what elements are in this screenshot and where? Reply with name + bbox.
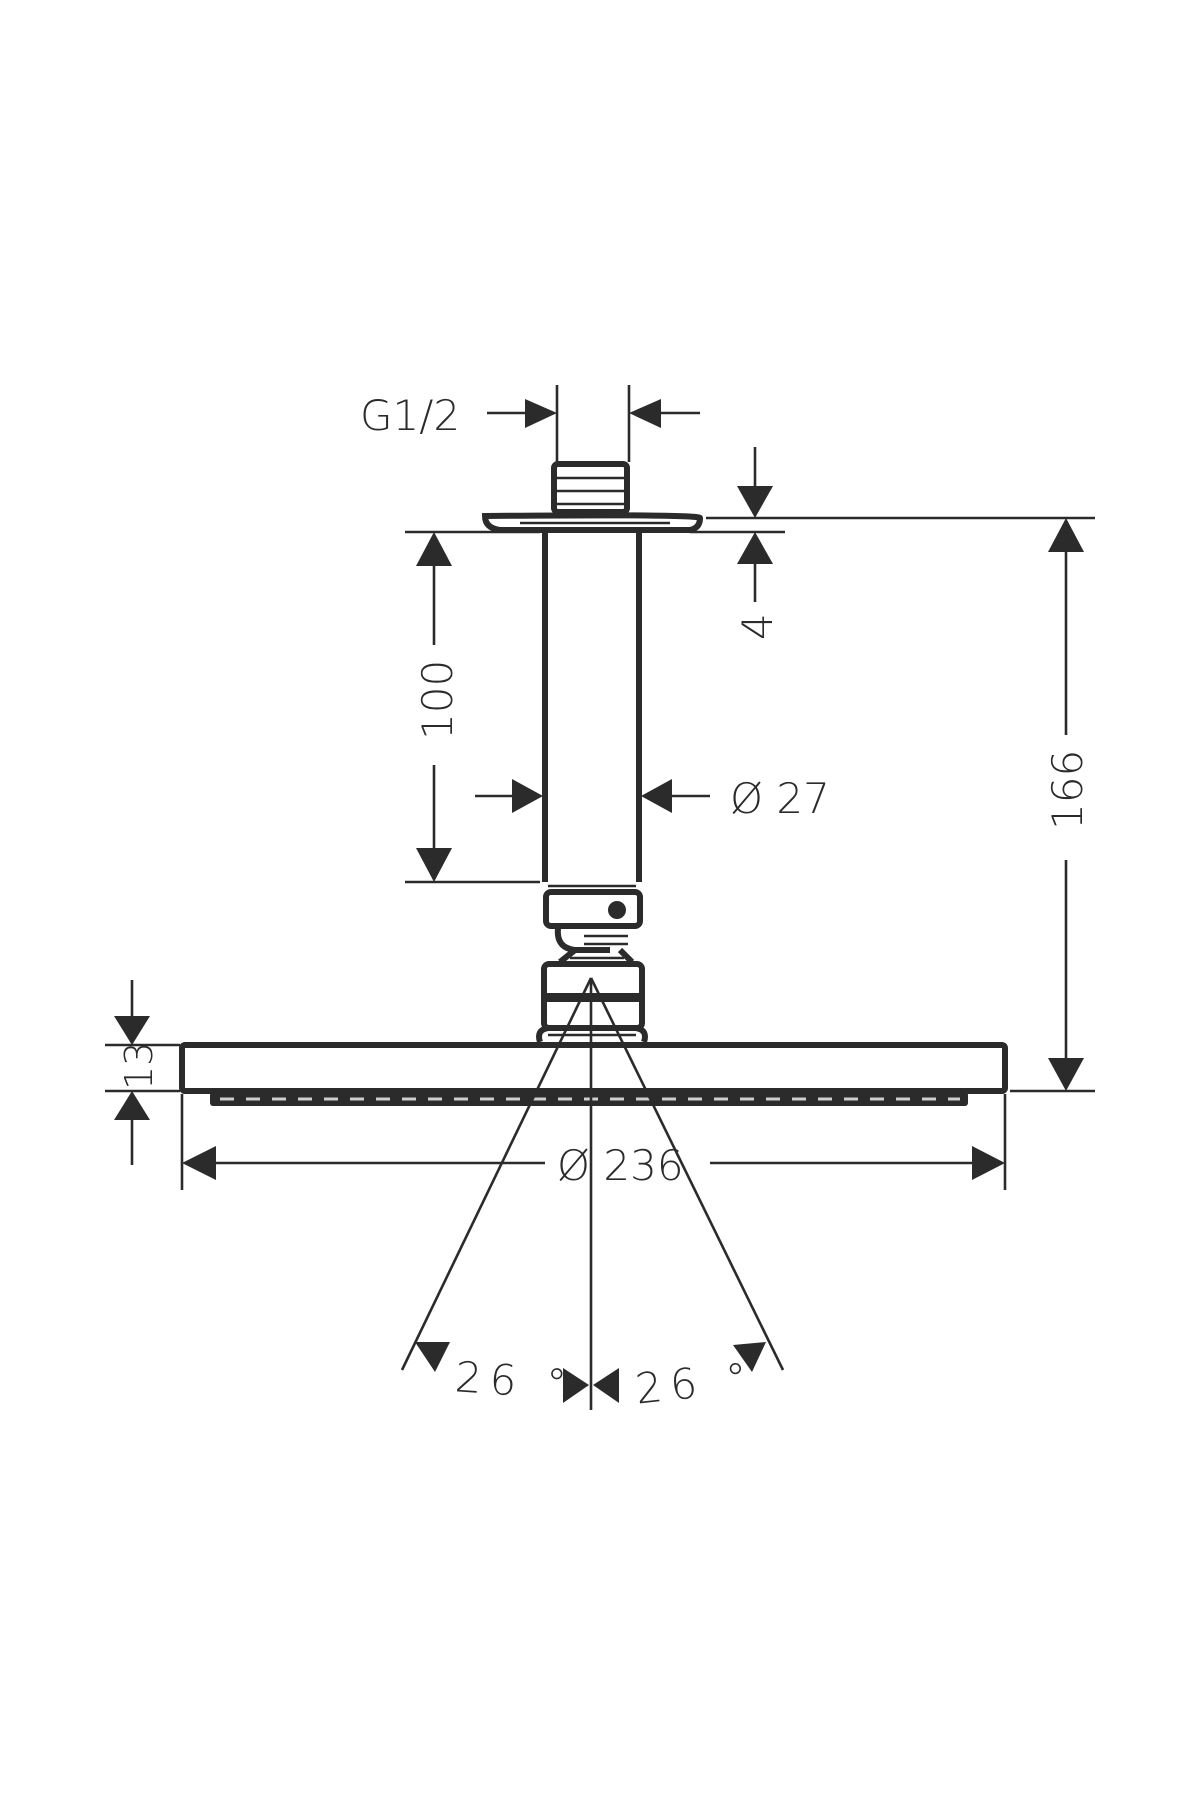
flange-thickness-label: 4 xyxy=(733,613,782,640)
head-thickness-dimension: 13 xyxy=(105,980,180,1165)
total-height-dimension: 166 xyxy=(1010,518,1095,1093)
thread-dimension: G1/2 xyxy=(360,385,700,462)
arm-length-label: 100 xyxy=(413,660,462,740)
thread-nipple xyxy=(551,461,630,515)
head-diameter-label: Ø 236 xyxy=(557,1141,684,1190)
total-height-label: 166 xyxy=(1043,750,1092,830)
head-diameter-dimension: Ø 236 xyxy=(180,1094,1007,1190)
shower-head xyxy=(179,1042,1008,1106)
ceiling-flange xyxy=(481,512,704,533)
thread-label: G1/2 xyxy=(360,391,460,440)
arm-diameter-label: Ø 27 xyxy=(730,774,830,823)
shower-arm xyxy=(542,532,642,882)
flange-thickness-dimension: 4 xyxy=(690,447,1095,640)
spray-angle-right-label: 26 ° xyxy=(633,1352,757,1413)
head-thickness-label: 13 xyxy=(117,1042,161,1090)
spray-angle-left-label: 26 ° xyxy=(453,1352,576,1409)
arm-length-dimension: 100 xyxy=(405,530,540,884)
spray-angle-dimension: 26 ° 26 ° xyxy=(400,977,785,1414)
arm-diameter-dimension: Ø 27 xyxy=(475,774,830,823)
